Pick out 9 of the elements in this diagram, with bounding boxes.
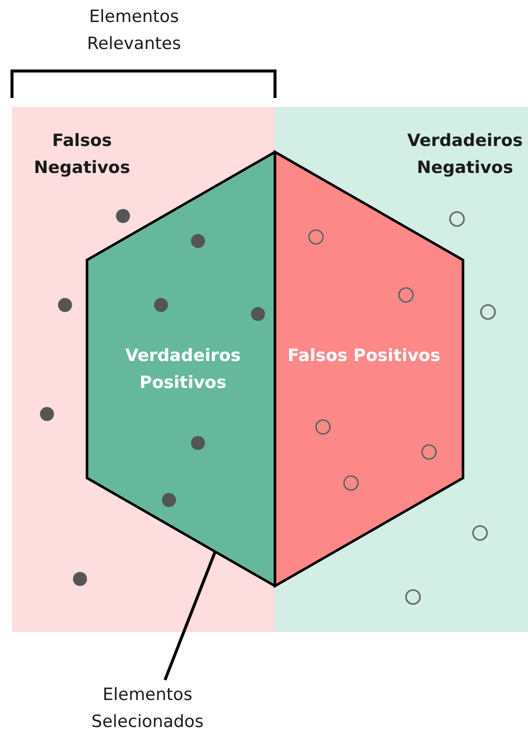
region-label: Verdadeiros Positivos: [124, 345, 242, 395]
region-label: Elementos Selecionados: [90, 684, 205, 734]
region-label: Falsos Positivos: [286, 345, 442, 368]
leader-line: [164, 551, 216, 681]
shaded-region: [12, 107, 275, 632]
region-label: Falsos Negativos: [32, 130, 132, 180]
bracket-label: Elementos Relevantes: [86, 6, 182, 56]
shaded-region: [275, 107, 528, 632]
region-label: Verdadeiros Negativos: [406, 130, 524, 180]
